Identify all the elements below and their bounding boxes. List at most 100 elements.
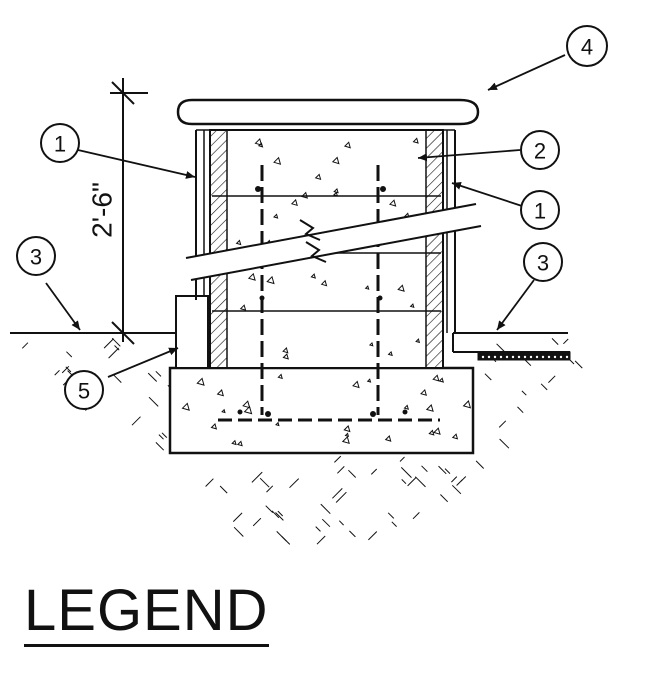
soil-dash [114,345,120,351]
soil-hatching [21,337,583,545]
aggregate-mark [420,388,428,396]
soil-dash [438,465,447,475]
aggregate-mark [247,272,256,281]
soil-dash [108,347,120,359]
soil-dash [161,432,168,438]
aggregate-mark [181,402,190,411]
aggregate-mark [235,239,242,246]
aggregate-mark [273,156,282,165]
rebar-dot-3 [265,411,271,417]
aggregate-mark [231,439,237,446]
rebar-dot-2 [380,186,386,192]
soil-dash [475,460,485,469]
soil-dash [219,485,228,494]
concrete-footing [168,366,475,455]
soil-dash [259,477,270,488]
aggregate-mark [221,408,226,414]
callout-1-right-label: 1 [534,199,546,224]
aggregate-mark [366,378,372,383]
soil-dash [103,338,114,349]
callout-4: 4 [566,25,608,67]
soil-dash [521,390,527,396]
soil-dash [440,494,449,503]
aggregate-mark [300,191,308,199]
section-break [185,203,482,281]
aggregate-mark [257,142,264,148]
rebar-dot-5 [237,409,243,415]
soil-dash [66,351,73,358]
soil-dash [401,479,407,485]
aggregate-mark [409,303,415,309]
soil-dash [54,369,60,376]
leader-1-left [77,149,196,179]
aggregate-mark [343,141,351,149]
base-block [175,295,209,369]
soil-dash [205,478,214,487]
rebar-dot-8 [377,295,383,301]
aggregate-mark [275,421,280,427]
aggregate-mark [433,427,441,435]
height-dimension: 2'-6" [87,78,148,345]
aggregate-mark [462,400,472,409]
aggregate-mark [310,273,316,279]
soil-dash [574,360,583,369]
pavement-gravel [477,351,571,361]
aggregate-mark [403,404,410,410]
soil-dash [551,338,559,345]
soil-dash [289,478,300,489]
aggregate-mark [388,199,397,207]
aggregate-mark [239,304,247,311]
leader-5 [107,347,179,378]
soil-dash [498,420,507,428]
aggregate-mark [432,374,440,382]
callout-5: 5 [64,370,104,410]
aggregate-mark [343,425,351,433]
soil-dash [158,434,164,440]
soil-dash [368,531,378,541]
callout-4-label: 4 [581,35,593,60]
wall-veneer-left [209,129,228,369]
callout-1-left: 1 [40,123,80,163]
callout-2-label: 2 [534,139,546,164]
height-dimension-label: 2'-6" [87,182,118,238]
aggregate-mark [332,191,339,197]
aggregate-mark [368,341,374,347]
aggregate-mark [254,137,263,146]
aggregate-mark [341,435,350,445]
soil-dash [61,365,70,374]
aggregate-mark [412,137,419,144]
leader-2 [417,149,521,162]
aggregate-mark [266,275,275,285]
soil-dash [387,512,395,519]
aggregate-mark [438,377,444,383]
wall-veneer-right [425,129,444,369]
callout-3-left: 3 [16,236,56,276]
rebar-dot-4 [370,411,376,417]
aggregate-mark [290,198,298,207]
soil-dash [517,406,524,414]
aggregate-mark [277,373,283,380]
soil-dash [444,468,451,474]
callout-3-right-label: 3 [537,251,549,276]
soil-dash [412,512,420,520]
wall-cap [176,98,480,126]
soil-dash [338,520,344,526]
aggregate-mark [415,338,421,344]
soil-dash [540,383,548,391]
leader-3-right [496,279,535,331]
aggregate-mark [216,389,224,397]
aggregate-mark [314,173,322,181]
soil-dash [21,342,29,349]
aggregate-mark [210,423,218,430]
callout-3-right: 3 [523,242,563,282]
soil-dash [233,526,244,537]
soil-dash [563,338,569,345]
soil-dash [414,476,426,488]
soil-dash [496,343,505,352]
callout-2: 2 [520,130,560,170]
soil-dash [275,512,284,521]
soil-dash [499,438,510,449]
leader-3-left [45,282,81,331]
callout-1-right: 1 [520,190,560,230]
leader-1-right [451,182,523,207]
